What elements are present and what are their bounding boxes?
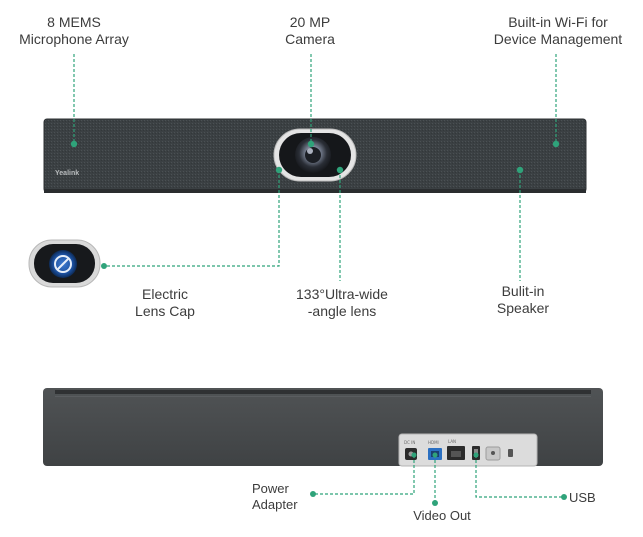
rear-callouts: [313, 455, 564, 503]
port-panel: [398, 433, 538, 467]
speaker-label-line1: Bulit-in: [501, 283, 545, 299]
camera-label: 20 MP Camera: [262, 14, 358, 48]
svg-text:LAN: LAN: [448, 439, 456, 444]
power-label-line1: Power: [252, 481, 289, 496]
power-label: Power Adapter: [252, 481, 314, 513]
lens-label: 133°Ultra-wide -angle lens: [280, 286, 404, 320]
lens-cap-label: Electric Lens Cap: [120, 286, 210, 320]
speaker-label-line2: Speaker: [496, 300, 550, 316]
brand-logo: Yealink: [55, 170, 80, 177]
lens-cap-label-line2: Lens Cap: [135, 303, 195, 319]
camera-label-line2: Camera: [285, 31, 335, 47]
rear-callout-dots: [310, 452, 567, 506]
video-out-label: Video Out: [413, 508, 471, 523]
mics-label-line2: Microphone Array: [19, 31, 129, 47]
lens-cap-image: [28, 239, 101, 288]
power-label-line2: Adapter: [252, 497, 298, 512]
svg-text:HDMI: HDMI: [428, 440, 439, 445]
front-callouts: [73, 54, 557, 281]
svg-text:DC IN: DC IN: [404, 440, 415, 445]
mics-label-line1: 8 MEMS: [47, 14, 101, 30]
usb-label: USB: [569, 490, 596, 505]
wifi-label-line1: Built-in Wi-Fi for: [508, 14, 608, 30]
wifi-label: Built-in Wi-Fi for Device Management: [480, 14, 636, 48]
lens-label-line2: -angle lens: [307, 303, 377, 319]
wifi-label-line2: Device Management: [493, 31, 623, 47]
camera-label-line1: 20 MP: [289, 14, 331, 30]
front-device: [43, 118, 587, 193]
mics-label: 8 MEMS Microphone Array: [6, 14, 142, 48]
speaker-label: Bulit-in Speaker: [478, 283, 568, 317]
rear-device: DC IN HDMI LAN: [43, 388, 603, 467]
lens-cap-label-line1: Electric: [142, 286, 188, 302]
lens-label-line1: 133°Ultra-wide: [296, 286, 388, 302]
callout-dots: [70, 140, 560, 269]
